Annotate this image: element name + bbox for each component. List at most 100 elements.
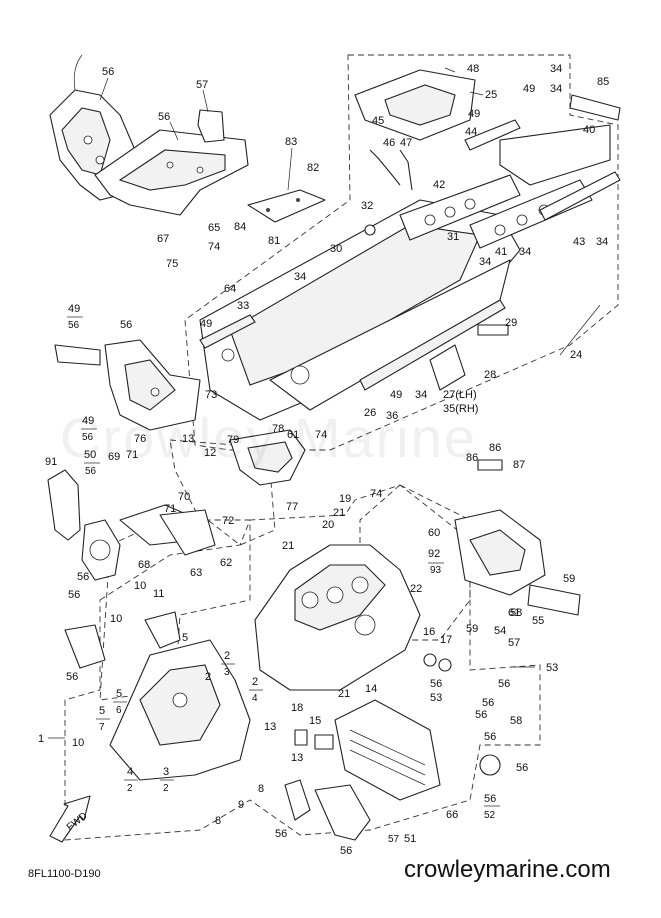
callout-36: 40 <box>583 124 595 136</box>
callout-57: 58 <box>510 715 522 727</box>
callout-32: 32 <box>361 200 373 212</box>
callout-37: 41 <box>495 246 507 258</box>
callout-2: 2 <box>224 650 230 662</box>
callout-12: 12 <box>204 447 216 459</box>
part-bracket-76 <box>119 504 216 556</box>
diagram-code: 8FL1100-D190 <box>28 868 101 880</box>
callout-56: 57 <box>508 637 520 649</box>
callout-2: 2 <box>252 676 258 688</box>
part-fasteners <box>294 224 509 750</box>
callout-20: 19 <box>339 493 351 505</box>
callout-10: 10 <box>110 613 122 625</box>
callout-70: 57 <box>196 79 208 91</box>
callout-56: 56 <box>475 709 487 721</box>
callout-24: 24 <box>570 349 582 361</box>
callout-35rh: 35(RH) <box>443 403 478 415</box>
callout-16: 15 <box>309 715 321 727</box>
callout-56: 56 <box>430 678 442 690</box>
callout-34: 34 <box>550 83 562 95</box>
callout-93: 85 <box>597 76 609 88</box>
callout-74: 65 <box>208 222 220 234</box>
callout-50: 53 <box>430 692 442 704</box>
callout-56: 56 <box>498 678 510 690</box>
callout-43: 47 <box>400 137 412 149</box>
callout-34: 34 <box>550 63 562 75</box>
boundary-front-frame <box>64 484 541 841</box>
callout-63: 56 <box>516 762 528 774</box>
callout-18: 16 <box>423 626 435 638</box>
callout-11: 11 <box>153 588 164 600</box>
callout-5: 5 <box>182 632 188 644</box>
callout-9: 9 <box>238 799 244 811</box>
part-rear-rails <box>399 119 621 249</box>
callout-5: 5 <box>99 705 105 717</box>
callout-19: 17 <box>440 634 452 646</box>
part-plate-27 <box>429 344 466 391</box>
callout-3: 3 <box>224 667 230 678</box>
callout-7: 7 <box>99 722 105 733</box>
callout-41: 45 <box>372 115 384 127</box>
callout-34: 34 <box>294 271 306 283</box>
callout-6: 6 <box>116 705 122 716</box>
part-main-front-frame <box>254 544 421 691</box>
callout-56: 61 <box>508 607 520 619</box>
callout-72: 63 <box>190 567 202 579</box>
callout-1: 1 <box>38 733 44 745</box>
callout-56: 56 <box>484 793 496 805</box>
callout-33: 33 <box>237 300 249 312</box>
callout-17: 18 <box>291 702 303 714</box>
callout-61: 56 <box>66 671 78 683</box>
callout-30: 30 <box>330 243 342 255</box>
callout-81: 72 <box>222 515 234 527</box>
callout-78: 70 <box>178 491 190 503</box>
callout-80: 71 <box>126 449 138 461</box>
callout-8: 8 <box>215 815 221 827</box>
callout-91: 82 <box>307 162 319 174</box>
callout-71: 61 <box>287 429 299 441</box>
callout-54: 56 <box>482 697 494 709</box>
callout-labels: 56 57 56 83 82 67 65 84 81 74 75 30 34 6… <box>38 63 609 857</box>
callout-38: 42 <box>433 179 445 191</box>
callout-10: 10 <box>72 737 84 749</box>
callout-49: 49 <box>82 415 94 427</box>
callout-92: 84 <box>234 221 246 233</box>
callout-58: 59 <box>466 623 478 635</box>
callout-51: 54 <box>494 625 506 637</box>
callout-68: 56 <box>158 111 170 123</box>
callout-34: 34 <box>479 256 491 268</box>
part-bracket-59 <box>454 509 581 616</box>
callout-92: 83 <box>285 136 297 148</box>
callout-60: 56 <box>120 319 132 331</box>
callout-85: 74 <box>315 429 327 441</box>
callout-23: 22 <box>410 583 422 595</box>
callout-96: 87 <box>513 459 525 471</box>
callout-49: 92 <box>428 548 440 560</box>
callout-49: 52 <box>484 810 496 821</box>
callout-31: 31 <box>447 231 459 243</box>
callout-2: 2 <box>205 671 211 683</box>
callout-49: 50 <box>84 449 96 461</box>
callout-86: 76 <box>134 433 146 445</box>
callout-56: 56 <box>82 432 94 443</box>
callout-21: 21 <box>338 688 350 700</box>
callout-40: 44 <box>465 126 477 138</box>
part-mount-63 <box>479 754 501 776</box>
site-url-link[interactable]: crowleymarine.com <box>404 856 611 883</box>
callout-83: 74 <box>208 241 220 253</box>
callout-77: 69 <box>108 451 120 463</box>
callout-71: 62 <box>220 557 232 569</box>
callout-53: 56 <box>68 320 80 331</box>
callout-14: 14 <box>365 683 377 695</box>
callout-21: 21 <box>282 540 294 552</box>
callout-28: 28 <box>484 369 496 381</box>
callout-67: 56 <box>77 571 89 583</box>
callout-49: 49 <box>68 303 80 315</box>
callout-42: 46 <box>383 137 395 149</box>
callout-34: 34 <box>596 236 608 248</box>
callout-39: 43 <box>573 236 585 248</box>
fwd-arrow: FWD <box>49 795 91 843</box>
callout-25: 25 <box>485 89 497 101</box>
callout-49: 53 <box>546 662 558 674</box>
callout-2: 2 <box>163 783 169 794</box>
